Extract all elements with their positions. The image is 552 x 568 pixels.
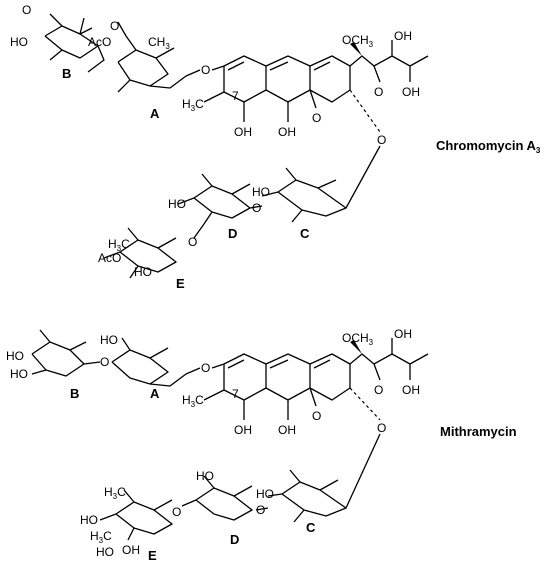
- label: O: [374, 383, 383, 397]
- label: O: [188, 235, 197, 249]
- label: H3C: [108, 237, 130, 253]
- label: O: [312, 111, 321, 125]
- label: H3C: [182, 97, 204, 113]
- label: HO: [80, 513, 98, 527]
- ring-label-a: A: [150, 106, 160, 121]
- label: O: [172, 505, 181, 519]
- chromomycin-sugar-b: O HO AcO B: [10, 3, 111, 81]
- mithramycin-aglycone: 7 H3C OH OH O: [182, 353, 381, 437]
- ring-label-d: D: [228, 226, 237, 241]
- ring-label-c: C: [306, 520, 316, 535]
- label: HO: [96, 545, 114, 559]
- label: 7: [232, 387, 239, 401]
- label: OH: [278, 125, 296, 139]
- label: HO: [134, 265, 152, 279]
- chromomycin-aglycone: 7 H3C OH OH O: [182, 55, 381, 139]
- label: HO: [196, 469, 214, 483]
- label: OH: [234, 423, 252, 437]
- label: OCH3: [342, 331, 374, 347]
- label: OH: [394, 29, 412, 43]
- label: HO: [10, 35, 28, 49]
- label: O: [312, 409, 321, 423]
- label: 7: [232, 89, 239, 103]
- mithramycin-sugars-cde: HO C O HO D O H3C HO H3C HO OH E: [80, 469, 347, 563]
- label: HO: [10, 367, 28, 381]
- label: OH: [402, 383, 420, 397]
- label: H3C: [90, 529, 112, 545]
- ring-label-e: E: [148, 548, 157, 563]
- label: H3C: [182, 393, 204, 409]
- label: HO: [6, 349, 24, 363]
- label: OH: [234, 125, 252, 139]
- mithramycin-sugar-a: HO A O: [100, 333, 210, 401]
- mithramycin-sugar-b: HO HO B O: [6, 329, 109, 401]
- label: O: [201, 63, 210, 77]
- mithramycin-structure: HO HO B O HO A O 7 H3C OH OH O OCH3: [6, 327, 517, 563]
- label: HO: [100, 333, 118, 347]
- label: O: [100, 355, 109, 369]
- label: OH: [122, 543, 140, 557]
- ring-label-e: E: [176, 276, 185, 291]
- label: O: [252, 201, 261, 215]
- chromomycin-side-chain: OCH3 OH O OH: [342, 29, 429, 99]
- ring-label-c: C: [300, 226, 310, 241]
- mithramycin-side-chain: OCH3 OH O OH: [342, 327, 429, 397]
- ring-label-b: B: [70, 386, 79, 401]
- label: O: [374, 85, 383, 99]
- label: HO: [168, 197, 186, 211]
- label: HO: [256, 487, 274, 501]
- label: O: [201, 361, 210, 375]
- label: AcO: [98, 251, 121, 265]
- label: H3C: [104, 485, 126, 501]
- label: AcO: [88, 35, 111, 49]
- label: CH3: [148, 35, 170, 51]
- label: OCH3: [342, 33, 374, 49]
- ring-label-d: D: [230, 532, 239, 547]
- label: O: [256, 503, 265, 517]
- chromomycin-structure: O HO AcO B O CH3 A O 7 H3C OH OH O: [10, 3, 541, 291]
- label: OH: [402, 85, 420, 99]
- chromomycin-sugars-cde: HO C O HO D O H3C AcO HO E: [98, 167, 347, 291]
- label: OH: [394, 327, 412, 341]
- chromomycin-sugar-a: O CH3 A O: [110, 19, 210, 121]
- ring-label-b: B: [62, 66, 71, 81]
- compound-name-chromomycin: Chromomycin A3: [436, 138, 541, 155]
- label: O: [377, 421, 386, 435]
- label: O: [377, 133, 386, 147]
- label: OH: [278, 423, 296, 437]
- label: O: [22, 3, 31, 17]
- label: O: [110, 19, 119, 33]
- ring-label-a: A: [150, 386, 160, 401]
- compound-name-mithramycin: Mithramycin: [440, 424, 517, 439]
- label: HO: [252, 185, 270, 199]
